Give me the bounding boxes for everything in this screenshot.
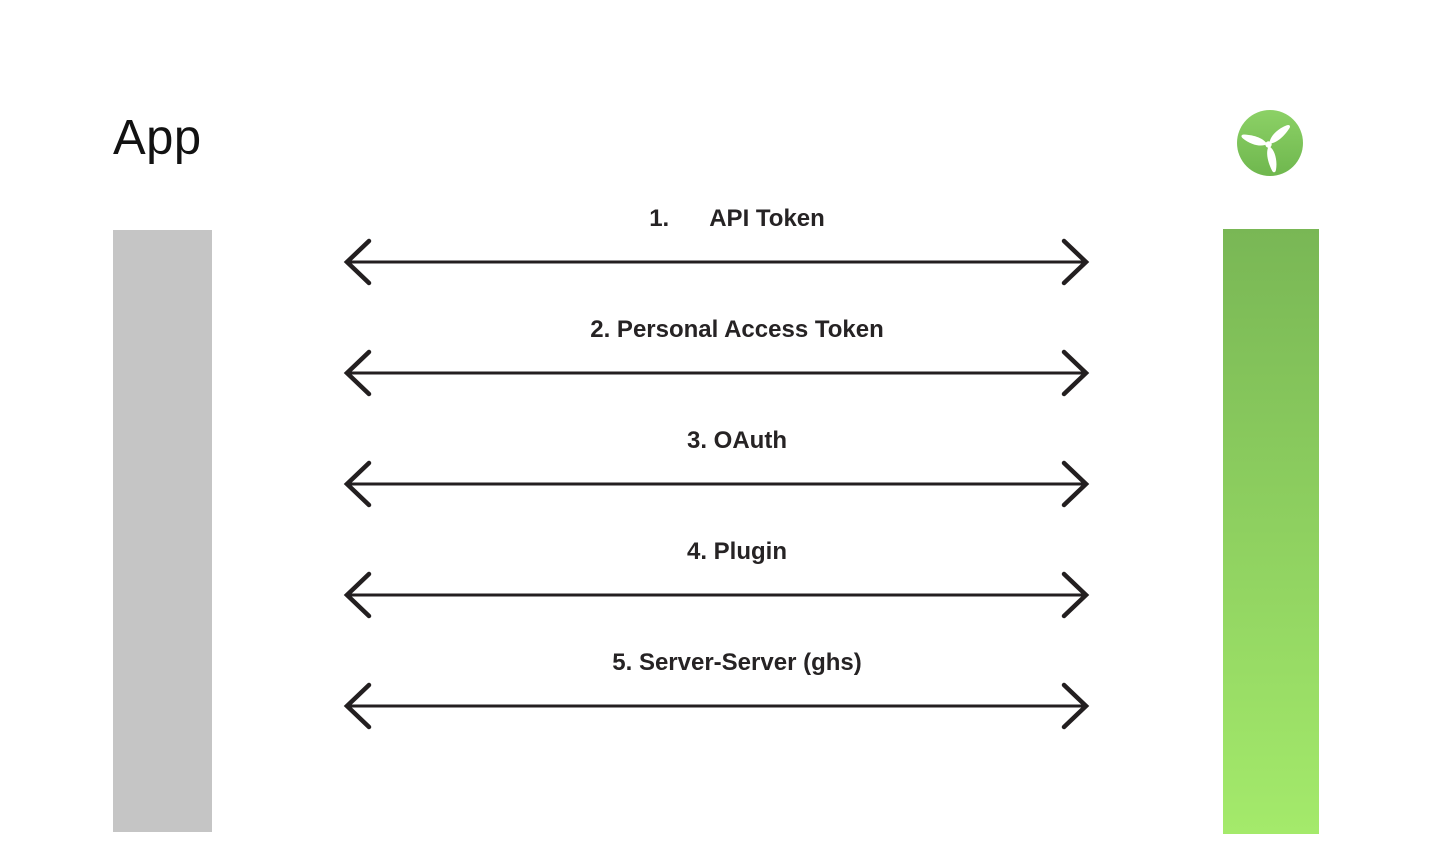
arrow-label-api-token: 1. API Token xyxy=(649,205,825,232)
double-arrow-server-server-ghs xyxy=(343,682,1090,730)
propeller-logo-icon xyxy=(1237,110,1303,176)
app-column-bar xyxy=(113,230,212,832)
double-arrow-api-token xyxy=(343,238,1090,286)
arrow-label-plugin: 4. Plugin xyxy=(686,538,787,565)
double-arrow-oauth xyxy=(343,460,1090,508)
arrow-label-personal-access-token: 2. Personal Access Token xyxy=(590,316,884,343)
service-column-bar xyxy=(1223,229,1319,834)
double-arrow-plugin xyxy=(343,571,1090,619)
double-arrow-personal-access-token xyxy=(343,349,1090,397)
arrow-label-oauth: 3. OAuth xyxy=(687,427,787,454)
arrow-label-server-server-ghs: 5. Server-Server (ghs) xyxy=(612,649,862,676)
app-title: App xyxy=(113,111,202,165)
